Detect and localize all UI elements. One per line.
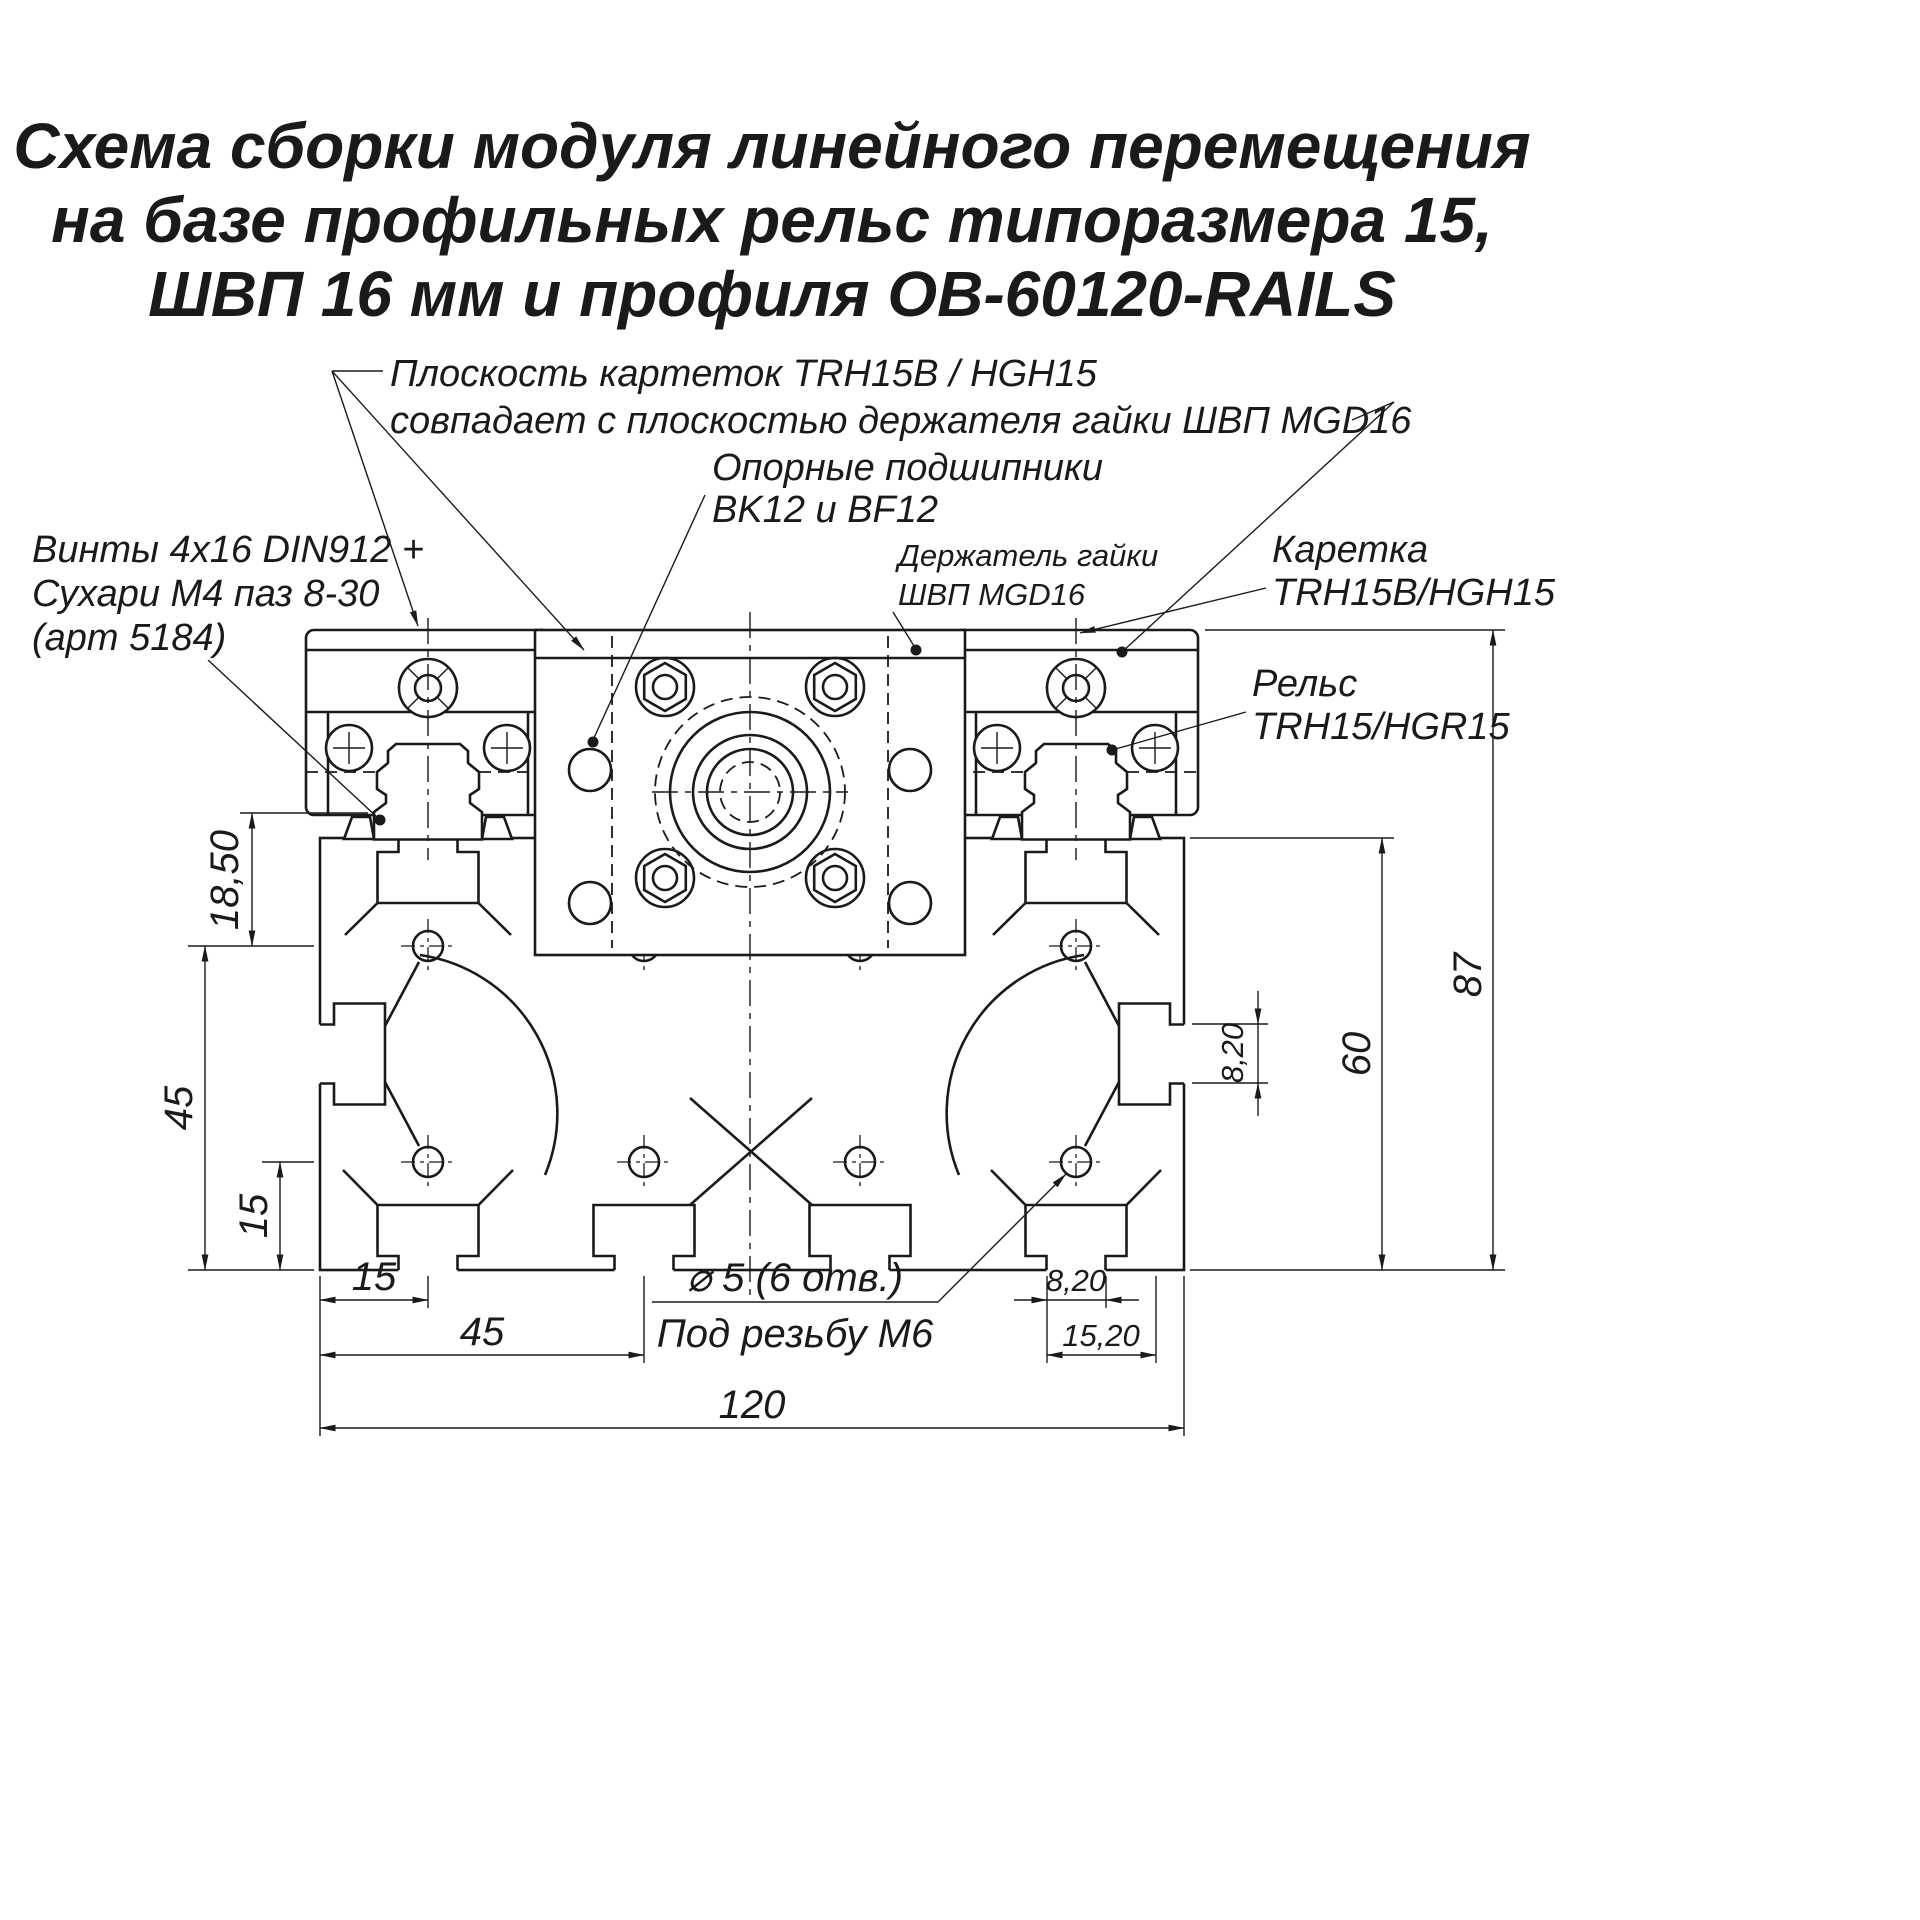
t-slots-sides (320, 1002, 1184, 1106)
dim-thread: Под резьбу М6 (657, 1312, 934, 1356)
dim-8-20-bottom: 8,20 (1046, 1263, 1106, 1298)
hex-bolt-icon (804, 656, 866, 718)
callout-carriage-line-1: Каретка (1272, 529, 1428, 571)
dim-holes: ⌀ 5 (6 отв.) (687, 1256, 903, 1300)
callout-plane-line-2: совпадает с плоскостью держателя гайки Ш… (390, 400, 1412, 442)
rail-clamp-left (342, 815, 376, 841)
clamp-screw-icon (1130, 723, 1180, 773)
callout-screws-line-3: (арт 5184) (32, 617, 226, 659)
callout-screws-line-1: Винты 4x16 DIN912 + (32, 529, 424, 571)
hex-bolt-icon (634, 656, 696, 718)
clamp-screw-icon (972, 723, 1022, 773)
dim-60: 60 (1335, 1032, 1379, 1077)
callout-nut-holder-line-1: Держатель гайки (895, 538, 1158, 573)
clamp-screw-icon (482, 723, 532, 773)
dimensions: 18,50 45 15 15 45 120 8,20 15,20 8,20 60… (157, 629, 1505, 1436)
callout-rail-line-1: Рельс (1252, 663, 1357, 705)
dim-8-20-right: 8,20 (1215, 1023, 1250, 1083)
rail-clamp-right (1128, 815, 1162, 841)
hex-bolt-icon (804, 847, 866, 909)
dim-18-50: 18,50 (203, 830, 247, 930)
hole-leader (937, 1173, 1067, 1303)
profile-interior-webs (342, 902, 1162, 1206)
hex-bolt-icon (634, 847, 696, 909)
callout-bearings-line-1: Опорные подшипники (712, 447, 1103, 489)
dim-120: 120 (719, 1383, 786, 1427)
callout-nut-holder-line-2: ШВП MGD16 (898, 577, 1086, 612)
t-slots-bottom (376, 1203, 1128, 1270)
dim-15-20: 15,20 (1062, 1318, 1140, 1353)
rail-assembly-right (952, 618, 1200, 860)
title-line-2: на базе профильных рельс типоразмера 15, (51, 184, 1493, 256)
callout-plane-line-1: Плоскость картеток TRH15B / HGH15 (390, 353, 1098, 395)
callouts: Плоскость картеток TRH15B / HGH15 совпад… (32, 353, 1556, 826)
mount-hole (887, 747, 933, 793)
clamp-screw-icon (324, 723, 374, 773)
title-line-3: ШВП 16 мм и профиля OB-60120-RAILS (148, 258, 1396, 330)
callout-carriage-line-2: TRH15B/HGH15 (1272, 572, 1556, 614)
rail-assembly-left (304, 618, 552, 860)
rail-clamp-left (990, 815, 1024, 841)
dim-15-left: 15 (232, 1193, 276, 1238)
mount-hole (567, 880, 613, 926)
mount-hole (567, 747, 613, 793)
dim-15-bottom: 15 (352, 1255, 397, 1299)
callout-screws-line-2: Сухари М4 паз 8-30 (32, 573, 379, 615)
mount-hole (887, 880, 933, 926)
title-line-1: Схема сборки модуля линейного перемещени… (13, 110, 1530, 182)
dim-45-bottom: 45 (460, 1310, 505, 1354)
callout-bearings-line-2: BK12 и BF12 (712, 489, 938, 531)
title-block: Схема сборки модуля линейного перемещени… (13, 110, 1530, 330)
callout-rail-line-2: TRH15/HGR15 (1252, 706, 1510, 748)
rail-clamp-right (480, 815, 514, 841)
dim-45-left: 45 (157, 1085, 201, 1130)
dim-87: 87 (1446, 951, 1490, 997)
